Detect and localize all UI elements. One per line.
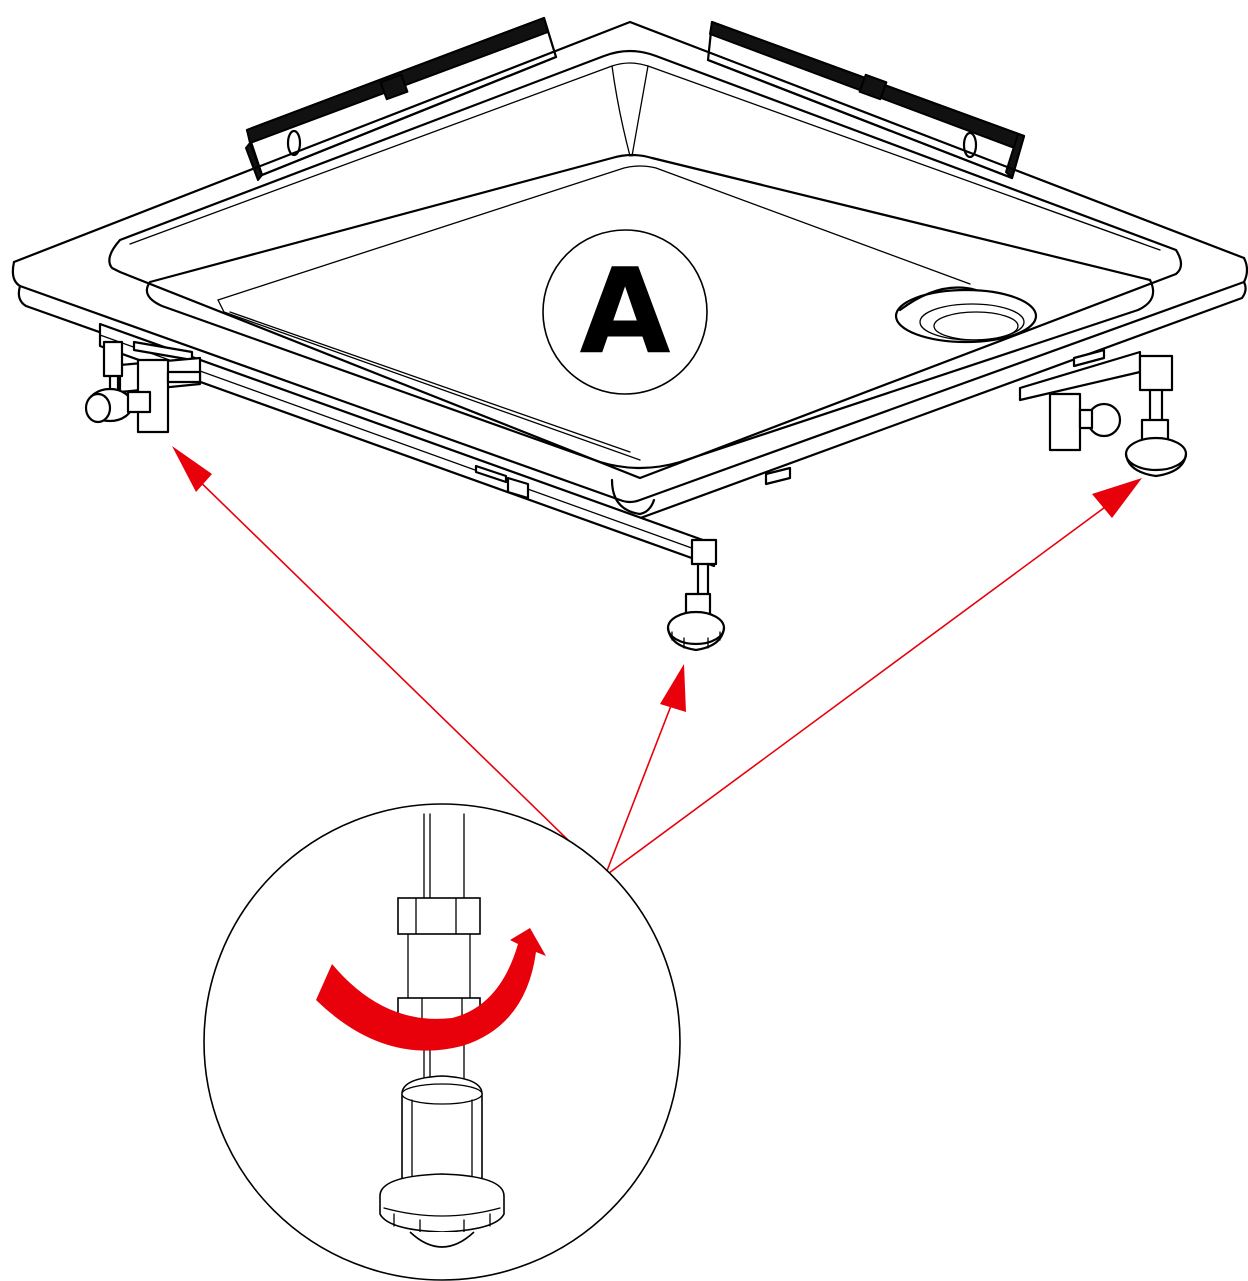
section-label-text: A — [579, 242, 670, 380]
rotate-arrow-icon — [316, 928, 546, 1051]
foot-left — [84, 340, 202, 434]
arrow-to-left-foot — [187, 469, 606, 877]
arrow-to-front-foot — [604, 697, 675, 877]
drain-icon — [894, 286, 1038, 344]
foot-front — [666, 538, 726, 652]
section-label-a: A — [542, 229, 708, 395]
detail-view — [203, 803, 681, 1281]
arrowhead-right-icon — [1092, 478, 1142, 518]
arrow-to-right-foot — [604, 501, 1113, 877]
spirit-level-left — [245, 16, 558, 181]
arrowhead-left-icon — [172, 446, 212, 492]
shower-tray — [11, 20, 1248, 521]
foot-right — [1048, 354, 1188, 478]
pointer-arrows — [172, 446, 1142, 877]
upper-nut — [397, 897, 481, 935]
foot-base — [379, 1173, 505, 1233]
spirit-level-right — [706, 20, 1026, 180]
arrowhead-front-icon — [660, 664, 686, 712]
